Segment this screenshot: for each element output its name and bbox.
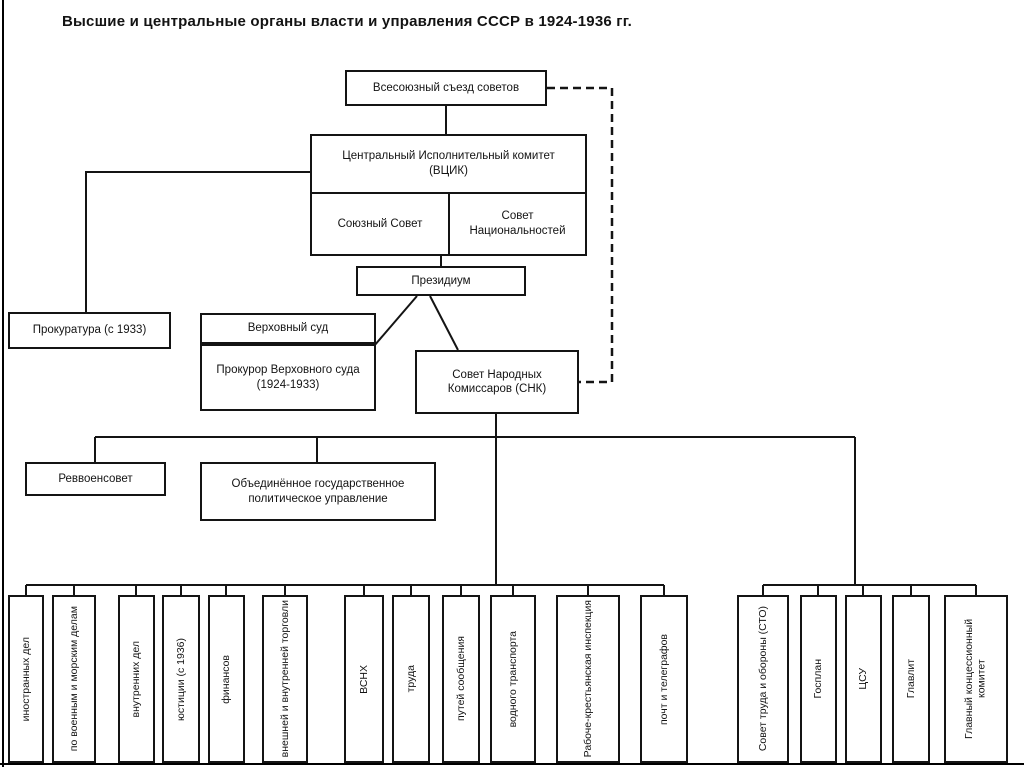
node-snk: Совет Народных Комиссаров (СНК) xyxy=(415,350,579,414)
agency-box: Главлит xyxy=(892,595,930,763)
node-prokuratura: Прокуратура (с 1933) xyxy=(8,312,171,349)
commissariat-box: иностранных дел xyxy=(8,595,44,763)
commissariat-box: внутренних дел xyxy=(118,595,155,763)
node-presidium: Президиум xyxy=(356,266,526,296)
node-cik-label: Центральный Исполнительный комитет (ВЦИК… xyxy=(312,136,585,194)
commissariat-box: путей сообщения xyxy=(442,595,480,763)
commissariat-box: ВСНХ xyxy=(344,595,384,763)
commissariat-box: почт и телеграфов xyxy=(640,595,688,763)
agency-box: Главный концессионный комитет xyxy=(944,595,1008,763)
diagram-title: Высшие и центральные органы власти и упр… xyxy=(62,13,633,30)
agency-box: Госплан xyxy=(800,595,837,763)
commissariat-box: Рабоче-крестьянская инспекция xyxy=(556,595,620,763)
cik-chambers: Союзный Совет Совет Национальностей xyxy=(312,194,585,254)
node-union-council: Союзный Совет xyxy=(312,194,450,254)
commissariat-box: внешней и внутренней торговли xyxy=(262,595,308,763)
commissariat-box: по военным и морским делам xyxy=(52,595,96,763)
agency-box: ЦСУ xyxy=(845,595,882,763)
slide-left-edge xyxy=(2,0,4,767)
node-court-prosecutor: Прокурор Верховного суда (1924-1933) xyxy=(200,344,376,411)
commissariat-box: водного транспорта xyxy=(490,595,536,763)
node-ogpu: Объединённое государственное политическо… xyxy=(200,462,436,521)
commissariat-box: юстиции (с 1936) xyxy=(162,595,200,763)
commissariat-box: финансов xyxy=(208,595,245,763)
commissariat-box: труда xyxy=(392,595,430,763)
agency-box: Совет труда и обороны (СТО) xyxy=(737,595,789,763)
node-nationalities-council: Совет Национальностей xyxy=(469,210,566,237)
node-congress: Всесоюзный съезд советов xyxy=(345,70,547,106)
slide-bottom-edge xyxy=(0,763,1024,765)
node-cik: Центральный Исполнительный комитет (ВЦИК… xyxy=(310,134,587,256)
node-supreme-court: Верховный суд xyxy=(200,313,376,344)
node-revvoensovet: Реввоенсовет xyxy=(25,462,166,496)
